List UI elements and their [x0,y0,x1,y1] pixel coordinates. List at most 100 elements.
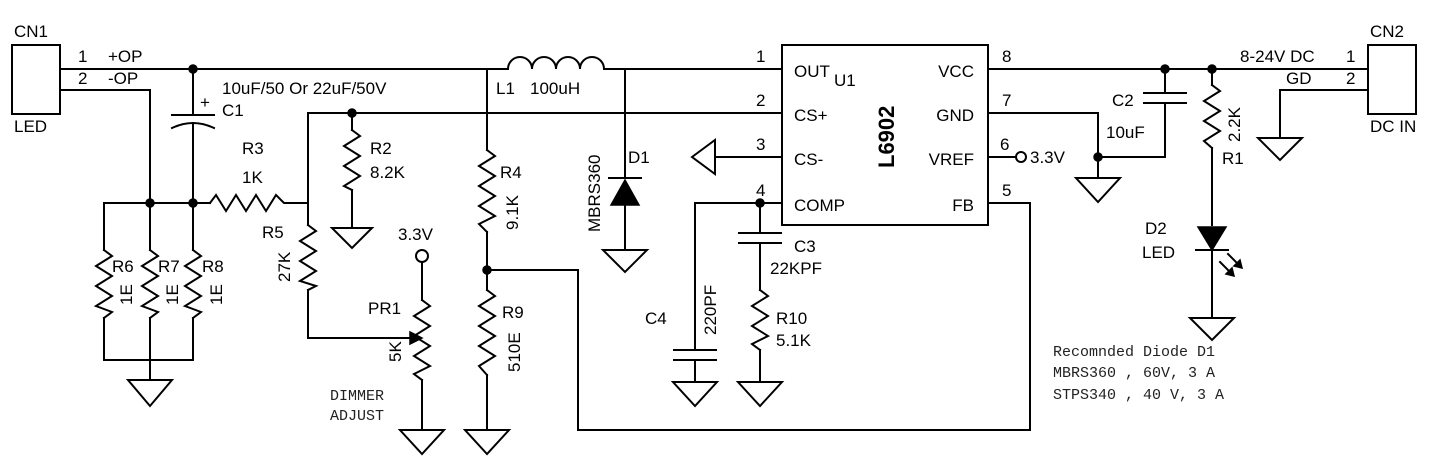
c2-ref: C2 [1112,91,1134,110]
ground-symbols [125,137,1305,456]
r10-ref: R10 [776,309,807,328]
pr1-note-line2: ADJUST [330,408,384,425]
ground-symbol [600,249,650,274]
ground-symbol [397,429,447,456]
pin-5-number: 5 [1002,181,1011,200]
pr1-note-line1: DIMMER [330,388,384,405]
r7-value: 1E [163,284,182,305]
resistor-r10: R10 5.1K [750,288,812,352]
r10-value: 5.1K [776,331,812,350]
r5-value: 27K [275,251,294,282]
pin-5-name: FB [952,196,974,215]
pin-6-number: 6 [1000,135,1009,154]
pr1-value: 5K [386,341,405,362]
wires [59,68,1346,431]
c4-ref: C4 [645,309,667,328]
resistor-r4: R4 9.1K [477,148,522,234]
c1-ref: C1 [222,101,244,120]
r9-value: 510E [505,332,524,372]
diode-d1: D1 MBRS360 [585,148,650,232]
pin-8-number: 8 [1002,47,1011,66]
r3-value: 1K [242,168,263,187]
resistor-r3: R3 1K [208,139,291,213]
pin-1-number: 1 [756,47,765,66]
ground-symbol [462,429,512,456]
resistor-r1: 2.2K R1 [1202,83,1244,168]
cn2-pin2-net: GD [1286,69,1312,88]
ground-symbol [1073,177,1123,204]
vref-label: 3.3V [1030,148,1066,167]
junctions [145,64,1217,275]
capacitor-c3: C3 22KPF [738,232,822,278]
r1-value: 2.2K [1225,106,1244,142]
d1-value: MBRS360 [585,155,604,232]
r6-ref: R6 [112,257,134,276]
ic-ref: U1 [834,71,856,90]
pin-7-name: GND [936,106,974,125]
ground-symbol [329,227,375,250]
ground-symbol [1187,317,1237,342]
r8-ref: R8 [202,257,224,276]
resistor-r5: R5 27K [262,223,319,292]
r4-value: 9.1K [503,194,522,230]
capacitor-c1: + 10uF/50 Or 22uF/50V C1 [170,79,387,130]
cn1-label: LED [14,117,47,136]
resistor-r9: R9 510E [477,288,524,377]
d2-ref: D2 [1145,219,1167,238]
pr1-ref: PR1 [368,299,401,318]
pin-8-name: VCC [938,62,974,81]
cn1-ref: CN1 [14,22,48,41]
cn2-label: DC IN [1370,117,1416,136]
l1-ref: L1 [496,79,515,98]
capacitor-c2: C2 10uF [1106,91,1187,142]
pin-4-name: COMP [794,196,845,215]
r7-ref: R7 [158,257,180,276]
resistor-r2: R2 8.2K [341,128,406,192]
pin-2-number: 2 [756,91,765,110]
d2-value: LED [1142,243,1175,262]
r9-ref: R9 [502,303,524,322]
c2-value: 10uF [1106,123,1145,142]
cn1-pin2-net: -OP [108,69,138,88]
c1-value: 10uF/50 Or 22uF/50V [222,79,387,98]
pin-4-number: 4 [756,181,765,200]
d1-ref: D1 [628,148,650,167]
ground-symbol [125,379,175,408]
ground-symbol [1255,137,1305,162]
pin-3-name: CS- [794,150,823,169]
pin-7-number: 7 [1002,91,1011,110]
led-d2: D2 LED [1142,219,1244,278]
note-line: MBRS360 , 60V, 3 A [1053,365,1215,382]
note-line: STPS340 , 40 V, 3 A [1053,387,1224,404]
cn2-ref: CN2 [1370,22,1404,41]
note-line: Recomnded Diode D1 [1053,344,1215,361]
pin-1-name: OUT [794,62,830,81]
ground-symbol [735,381,785,408]
vref-terminal [1015,151,1027,163]
ic-u1: 1 2 3 4 5 6 7 8 OUT CS+ CS- COMP FB VREF… [756,44,1066,226]
pin-6-name: VREF [929,150,974,169]
c4-value: 220PF [701,285,720,335]
c1-polarity: + [200,93,210,112]
ic-part: L6902 [874,106,899,168]
pr1-supply-terminal [415,249,429,263]
cn1-pin2: 2 [78,69,87,88]
resistor-r8: R8 1E [182,248,226,320]
diode-note: Recomnded Diode D1 MBRS360 , 60V, 3 A ST… [1053,344,1224,404]
connector-cn2: CN2 DC IN 1 2 8-24V DC GD [1240,22,1417,136]
l1-value: 100uH [530,79,580,98]
r3-ref: R3 [242,139,264,158]
capacitor-c4: C4 220PF [645,285,720,361]
pr1-wiper-arrow [409,330,424,346]
pin-2-name: CS+ [794,106,828,125]
pin-3-number: 3 [756,135,765,154]
r1-ref: R1 [1222,149,1244,168]
resistor-r7: R7 1E [139,248,182,320]
cn1-pin1: 1 [78,47,87,66]
potentiometer-pr1: 3.3V PR1 5K DIMMER ADJUST [330,225,434,425]
cn2-pin1: 1 [1346,47,1355,66]
ground-symbol [670,381,720,408]
connector-cn1: CN1 LED 1 2 +OP -OP [11,22,143,136]
r2-value: 8.2K [370,163,406,182]
